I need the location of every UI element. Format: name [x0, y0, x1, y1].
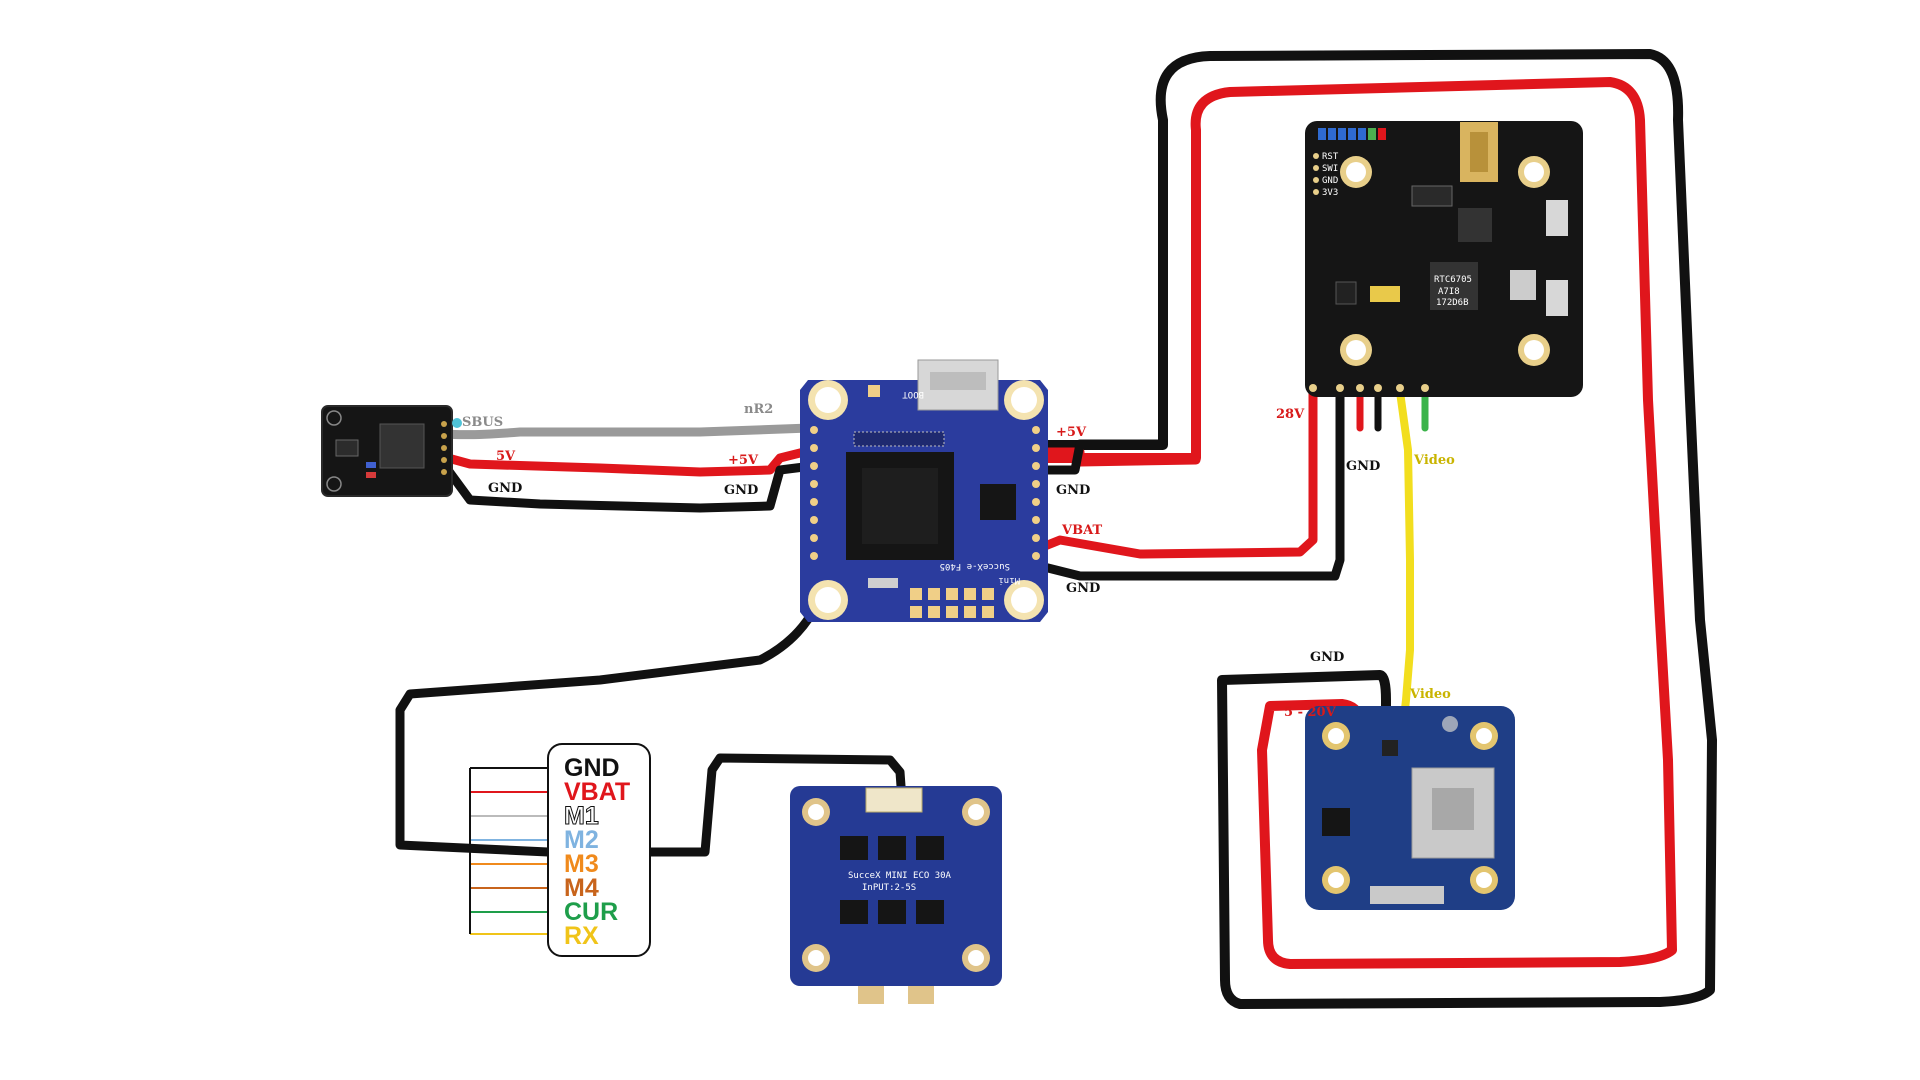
label-fc-left-5v: +5V: [728, 453, 759, 468]
label-vtx-28v: 28V: [1276, 407, 1305, 422]
vtx-outer-black-wire: [1042, 49, 1717, 1009]
connector-pin-m3: M3: [564, 850, 599, 878]
label-rx-gnd: GND: [488, 481, 522, 496]
connector-pin-m1: M1: [564, 802, 599, 830]
connector-pin-m2: M2: [564, 826, 599, 854]
label-vbat-gnd: GND: [1066, 581, 1100, 596]
connector-pin-vbat: VBAT: [564, 778, 630, 806]
esc-board: SucceX MINI ECO 30A InPUT:2-5S: [790, 786, 1002, 1004]
vtx-outer-red-wire: [1042, 77, 1677, 969]
vtx-chip-code1: A7I8: [1438, 287, 1460, 297]
esc-connector: GND VBAT M1 M2 M3 M4 CUR RX: [469, 743, 651, 957]
label-sbus: SBUS: [462, 415, 503, 430]
vbat-red-wire: [1035, 387, 1318, 559]
label-rx-5v: 5V: [496, 449, 516, 464]
fc-sub: Mini: [998, 575, 1020, 585]
connector-lead-lines: [469, 767, 548, 935]
connector-pin-rx: RX: [564, 922, 599, 950]
rx-5v-red-wire: [443, 445, 817, 477]
camera-board: [1305, 706, 1515, 910]
connector-pin-cur: CUR: [564, 898, 618, 926]
vtx-chip-code2: 172D6B: [1436, 298, 1469, 308]
vtx-side-pad-gnd: GND: [1322, 176, 1338, 186]
connector-pin-gnd: GND: [564, 754, 620, 782]
vbat-gnd-black-wire: [1035, 387, 1345, 581]
receiver-board: [321, 405, 462, 497]
fc-name: SucceX-e F405: [940, 561, 1010, 571]
fc-boot-label: BOOT: [902, 389, 924, 399]
label-fc-left-gnd: GND: [724, 483, 758, 498]
vtx-side-pad-3v3: 3V3: [1322, 188, 1338, 198]
label-vtx-gnd: GND: [1346, 459, 1380, 474]
vtx-board: RTC6705 A7I8 172D6B RST SWI GND 3V3: [1305, 121, 1583, 397]
label-cam-video: Video: [1409, 687, 1451, 702]
label-vtx-video: Video: [1413, 453, 1455, 468]
esc-name-label: SucceX MINI ECO 30A: [848, 871, 952, 881]
connector-pin-m4: M4: [564, 874, 599, 902]
rx-gnd-black-wire: [443, 461, 817, 513]
label-cam-power: 5 - 20V: [1284, 705, 1337, 720]
label-fc-right-gnd: GND: [1056, 483, 1090, 498]
fc-gnd-black-wire: [1035, 439, 1168, 475]
connector-esc-black-wire: [645, 753, 907, 857]
vtx-side-pad-swi: SWI: [1322, 164, 1338, 174]
flight-controller-board: BOOT SucceX-e F405 Mini: [800, 359, 1048, 622]
label-vbat: VBAT: [1061, 523, 1102, 538]
wire-labels: SBUS nR2 5V GND +5V GND +5V GND VBAT GND…: [462, 402, 1455, 720]
esc-input-label: InPUT:2-5S: [862, 883, 916, 893]
vtx-chip-label: RTC6705: [1434, 275, 1472, 285]
label-fc-right-5v: +5V: [1056, 425, 1087, 440]
label-cam-gnd: GND: [1310, 650, 1344, 665]
vtx-side-pad-rst: RST: [1322, 152, 1339, 162]
video-yellow-wire: [1396, 388, 1414, 722]
label-nr2: nR2: [744, 402, 773, 417]
